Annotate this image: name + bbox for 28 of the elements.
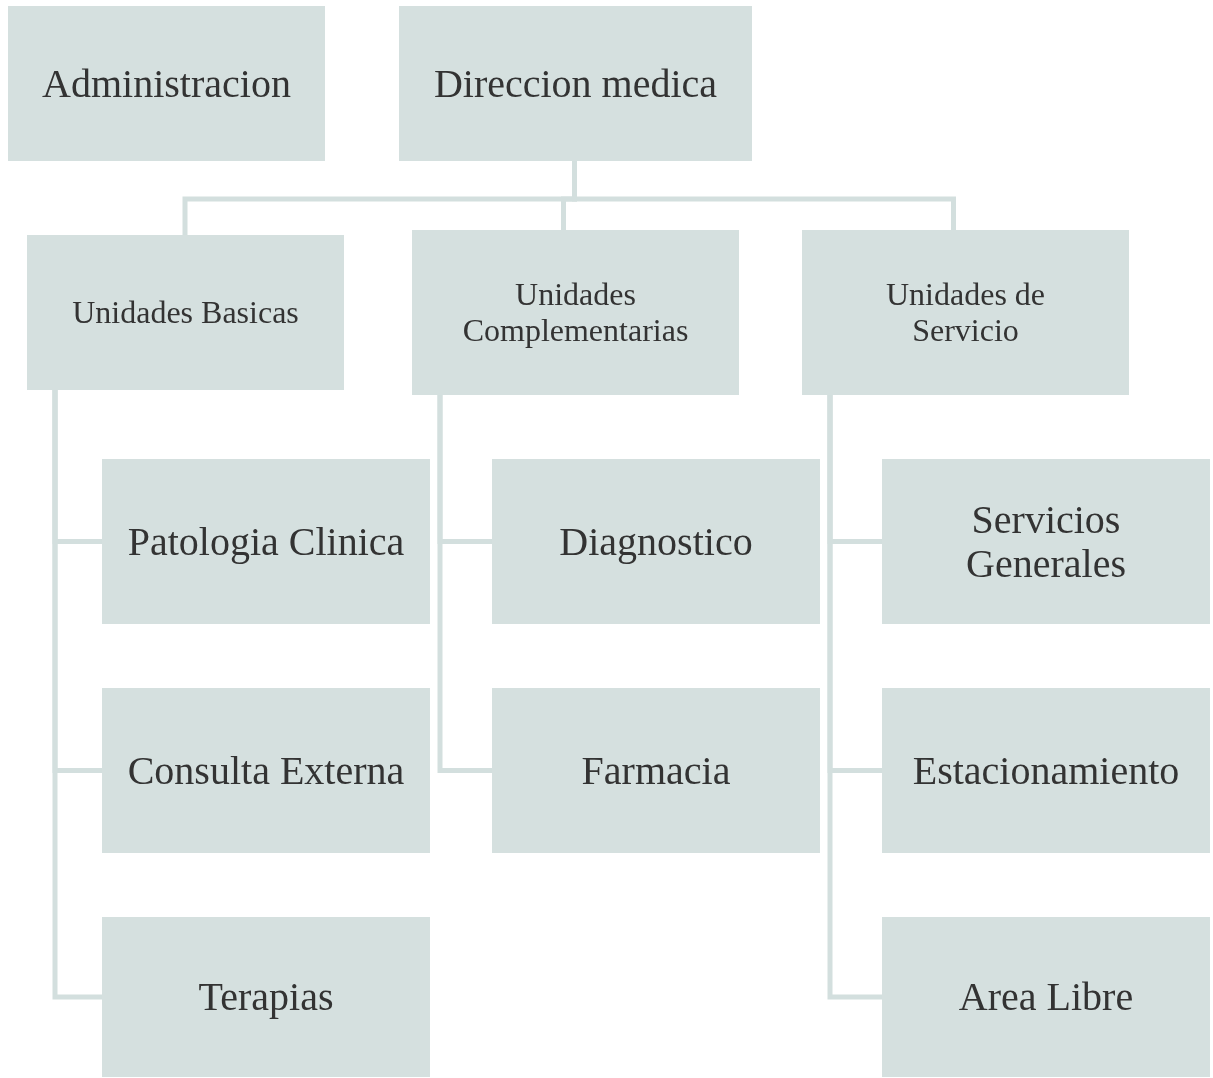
org-box	[882, 688, 1210, 853]
box-label: Administracion	[42, 61, 291, 106]
connector-line	[437, 395, 492, 773]
org-box	[102, 917, 430, 1077]
box-label: Farmacia	[581, 748, 731, 793]
org-box	[882, 917, 1210, 1077]
box-label: Unidades de Servicio	[884, 277, 1047, 348]
box-label: Direccion medica	[433, 61, 718, 106]
org-box	[802, 230, 1129, 395]
org-box	[412, 230, 739, 395]
org-box	[492, 459, 820, 624]
org-box	[27, 235, 344, 390]
org-box	[399, 6, 752, 161]
connector-line	[572, 161, 956, 230]
org-box	[102, 688, 430, 853]
box-label: Patologia Clinica	[127, 519, 405, 564]
box-label: Diagnostico	[559, 519, 753, 564]
box-label: Servicios Generales	[965, 497, 1127, 586]
org-box	[492, 688, 820, 853]
box-label: Unidades Basicas	[72, 294, 299, 331]
box-label: Terapias	[198, 975, 334, 1019]
org-box	[882, 459, 1210, 624]
org-box	[102, 459, 430, 624]
box-label: Unidades Complementarias	[461, 277, 690, 348]
box-label: Consulta Externa	[127, 748, 405, 793]
box-label: Area Libre	[958, 975, 1134, 1019]
box-label: Estacionamiento	[912, 748, 1180, 793]
org-box	[8, 6, 325, 161]
